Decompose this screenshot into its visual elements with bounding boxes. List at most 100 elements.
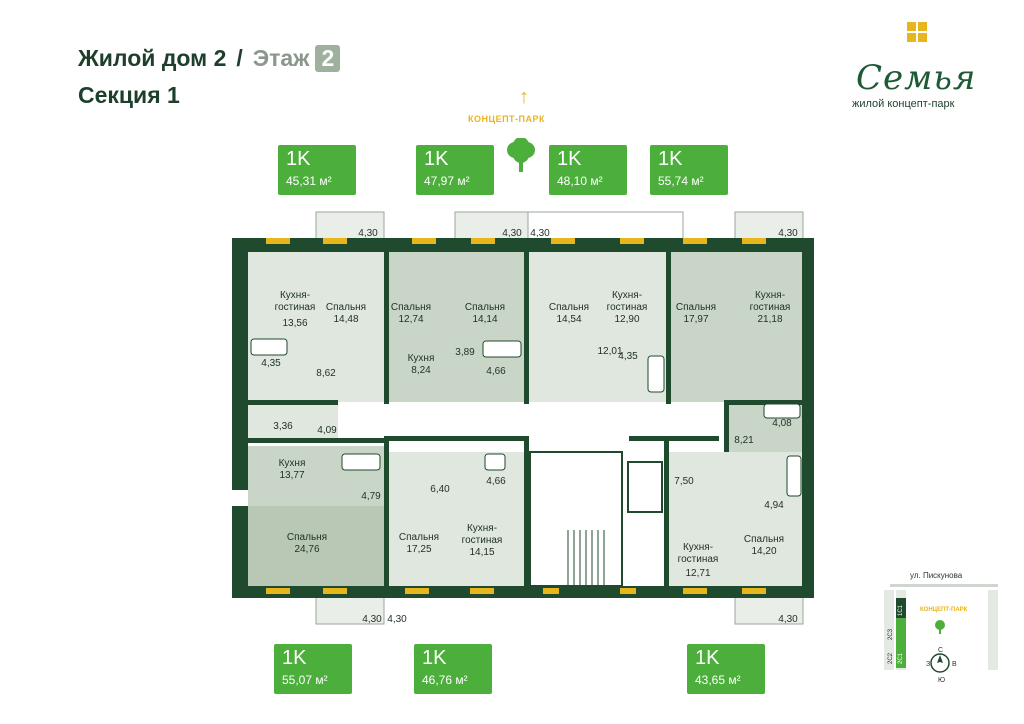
room-area: 14,14 xyxy=(472,314,497,325)
area-label: 4,08 xyxy=(772,418,792,429)
apartment-zone[interactable] xyxy=(670,252,802,402)
building-name: Жилой дом 2 xyxy=(78,45,227,71)
floor-number-badge[interactable]: 2 xyxy=(315,45,341,72)
room-name: Кухня- xyxy=(280,290,310,301)
logo-wordmark: Семья xyxy=(856,58,977,98)
area-label: 7,50 xyxy=(674,476,694,487)
room-area: 13,56 xyxy=(282,318,307,329)
room-area: 12,74 xyxy=(398,314,423,325)
apartment-area: 47,97 м² xyxy=(424,174,470,188)
room-area: 14,54 xyxy=(556,314,581,325)
apartment-area: 43,65 м² xyxy=(695,673,741,687)
apartment-badge[interactable]: 1K 48,10 м² xyxy=(549,145,627,195)
apartment-zone[interactable] xyxy=(248,252,384,402)
apartment-area: 55,74 м² xyxy=(658,174,704,188)
balcony-area: 4,30 xyxy=(530,228,550,239)
balcony-area: 4,30 xyxy=(387,614,407,625)
area-label: 6,40 xyxy=(430,484,450,495)
apartment-zone[interactable] xyxy=(388,252,524,402)
tree-icon xyxy=(507,138,535,172)
floor-label: Этаж xyxy=(252,45,310,71)
logo-tagline: жилой концепт-парк xyxy=(852,98,955,110)
logo-square-icon xyxy=(907,33,916,42)
balcony-area: 4,30 xyxy=(502,228,522,239)
logo-square-icon xyxy=(918,22,927,31)
room-area: 13,77 xyxy=(279,470,304,481)
apartment-badge[interactable]: 1K 47,97 м² xyxy=(416,145,494,195)
room-name: Кухня- xyxy=(683,542,713,553)
apartment-badge[interactable]: 1K 55,07 м² xyxy=(274,644,352,694)
logo-square-icon xyxy=(918,33,927,42)
balcony-area: 4,30 xyxy=(358,228,378,239)
area-label: 3,89 xyxy=(455,347,475,358)
logo-square-icon xyxy=(907,22,916,31)
compass-east: В xyxy=(952,661,957,668)
apartment-type: 1K xyxy=(424,148,449,170)
room-name: гостиная xyxy=(750,302,791,313)
room-name: Кухня xyxy=(279,458,306,469)
area-label: 8,21 xyxy=(734,435,754,446)
apartment-type: 1K xyxy=(557,148,582,170)
room-name: Кухня- xyxy=(612,290,642,301)
room-area: 12,90 xyxy=(614,314,639,325)
room-name: гостиная xyxy=(275,302,316,313)
room-name: гостиная xyxy=(607,302,648,313)
area-label: 3,36 xyxy=(273,421,293,432)
compass-north: С xyxy=(938,647,943,654)
apartment-area: 55,07 м² xyxy=(282,673,328,687)
apartment-area: 48,10 м² xyxy=(557,174,603,188)
apartment-zone[interactable] xyxy=(388,452,524,586)
area-label: 4,94 xyxy=(764,500,784,511)
area-label: 4,35 xyxy=(261,358,281,369)
apartment-badge[interactable]: 1K 46,76 м² xyxy=(414,644,492,694)
apartment-badge[interactable]: 1K 43,65 м² xyxy=(687,644,765,694)
area-label: 8,62 xyxy=(316,368,336,379)
apartment-zone[interactable] xyxy=(248,402,338,440)
room-name: гостиная xyxy=(462,535,503,546)
room-name: Спальня xyxy=(391,302,431,313)
apartment-badge[interactable]: 1K 45,31 м² xyxy=(278,145,356,195)
street-label: ул. Пискунова xyxy=(910,571,963,580)
apartment-badge[interactable]: 1K 55,74 м² xyxy=(650,145,728,195)
section-label: 1С1 xyxy=(898,604,904,616)
apartment-area: 46,76 м² xyxy=(422,673,468,687)
minimap-tree-icon xyxy=(935,620,945,634)
room-name: Спальня xyxy=(549,302,589,313)
section-title: Секция 1 xyxy=(78,82,180,108)
balcony-area: 4,30 xyxy=(362,614,382,625)
area-label: 4,09 xyxy=(317,425,337,436)
compass-icon xyxy=(930,653,950,673)
room-name: Спальня xyxy=(326,302,366,313)
title-separator: / xyxy=(236,45,243,71)
section-label: 2С2 xyxy=(888,652,894,664)
elevator xyxy=(627,461,663,513)
room-name: Кухня- xyxy=(467,523,497,534)
brand-logo: Семья жилой концепт-парк xyxy=(850,22,1000,117)
apartment-zone[interactable] xyxy=(668,452,802,586)
room-area: 24,76 xyxy=(294,544,319,555)
apartment-type: 1K xyxy=(695,647,720,669)
apartment-zone[interactable] xyxy=(528,252,666,402)
room-name: гостиная xyxy=(678,554,719,565)
area-label: 12,01 xyxy=(597,346,622,357)
room-area: 12,71 xyxy=(685,568,710,579)
room-area: 17,97 xyxy=(683,314,708,325)
area-label: 4,79 xyxy=(361,491,381,502)
park-direction-arrow-icon: ↑ xyxy=(519,86,529,108)
site-minimap: ул. Пискунова 1С1 2С1 2С2 2С3 КОНЦЕПТ-ПА… xyxy=(884,571,998,684)
room-area: 8,24 xyxy=(411,365,431,376)
room-area: 17,25 xyxy=(406,544,431,555)
section-label: 2С3 xyxy=(888,628,894,640)
area-label: 4,66 xyxy=(486,366,506,377)
room-area: 14,20 xyxy=(751,546,776,557)
room-name: Кухня xyxy=(408,353,435,364)
apartment-type: 1K xyxy=(286,148,311,170)
room-area: 21,18 xyxy=(757,314,782,325)
section-label: 2С1 xyxy=(898,652,904,664)
apartment-area: 45,31 м² xyxy=(286,174,332,188)
room-area: 14,15 xyxy=(469,547,494,558)
room-name: Спальня xyxy=(465,302,505,313)
balcony-area: 4,30 xyxy=(778,228,798,239)
